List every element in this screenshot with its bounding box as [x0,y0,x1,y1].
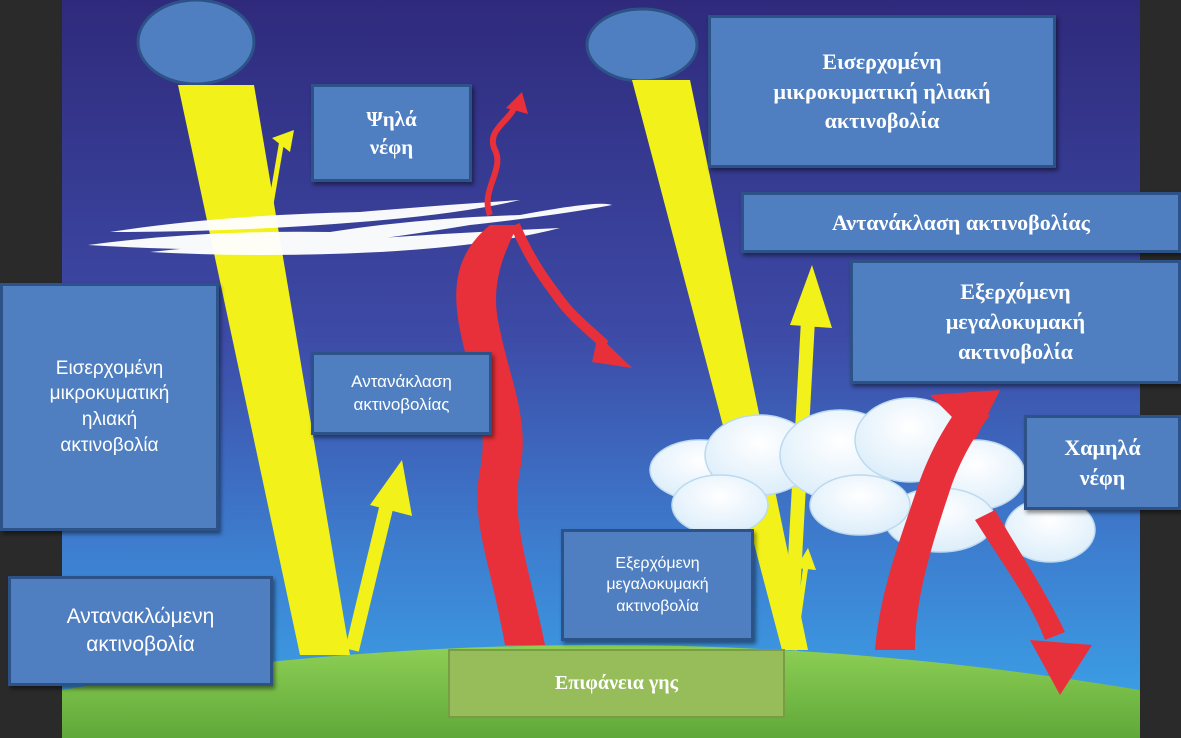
sun-left [136,0,256,86]
longwave-reflect-head [592,335,632,368]
longwave-right-rise-head [930,390,1000,440]
longwave-escape-line [484,103,518,217]
reflection-arrow-left [345,498,395,652]
longwave-center-band [456,225,545,645]
sun-right [585,7,699,83]
label-low-clouds: Χαμηλά νέφη [1024,415,1181,510]
label-incoming-solar-left: Εισερχομένη μικροκυματική ηλιακή ακτινοβ… [0,283,219,531]
longwave-right-rise [875,405,990,650]
label-outgoing-longwave-right: Εξερχόμενη μεγαλοκυμακή ακτινοβολία [850,260,1181,384]
high-clouds [88,200,612,255]
label-reflection-right: Αντανάκλαση ακτινοβολίας [741,192,1181,253]
reflection-arrow-left-head [370,460,412,516]
reflection-arrow-right-head [790,265,832,328]
label-earth-surface: Επιφάνεια γης [448,649,785,718]
longwave-reflect-line [510,223,609,349]
label-outgoing-longwave-center: Εξερχόμενη μεγαλοκυμακή ακτινοβολία [561,529,754,641]
low-clouds [649,397,1096,563]
label-reflection-left: Αντανάκλαση ακτινοβολίας [311,352,492,435]
label-incoming-solar-right: Εισερχομένη μικροκυματική ηλιακή ακτινοβ… [708,15,1056,168]
longwave-escape-head [506,92,528,114]
reflection-arrow-right-small-head [796,548,816,570]
label-high-clouds: Ψηλά νέφη [311,84,472,182]
reflection-arrow-right-small [791,564,809,651]
longwave-right-down-head [1030,640,1092,695]
longwave-right-down [975,510,1065,640]
label-reflected-radiation: Αντανακλώμενη ακτινοβολία [8,576,273,686]
reflection-arrow-small-head [272,130,294,152]
reflection-arrow-small [267,139,285,211]
